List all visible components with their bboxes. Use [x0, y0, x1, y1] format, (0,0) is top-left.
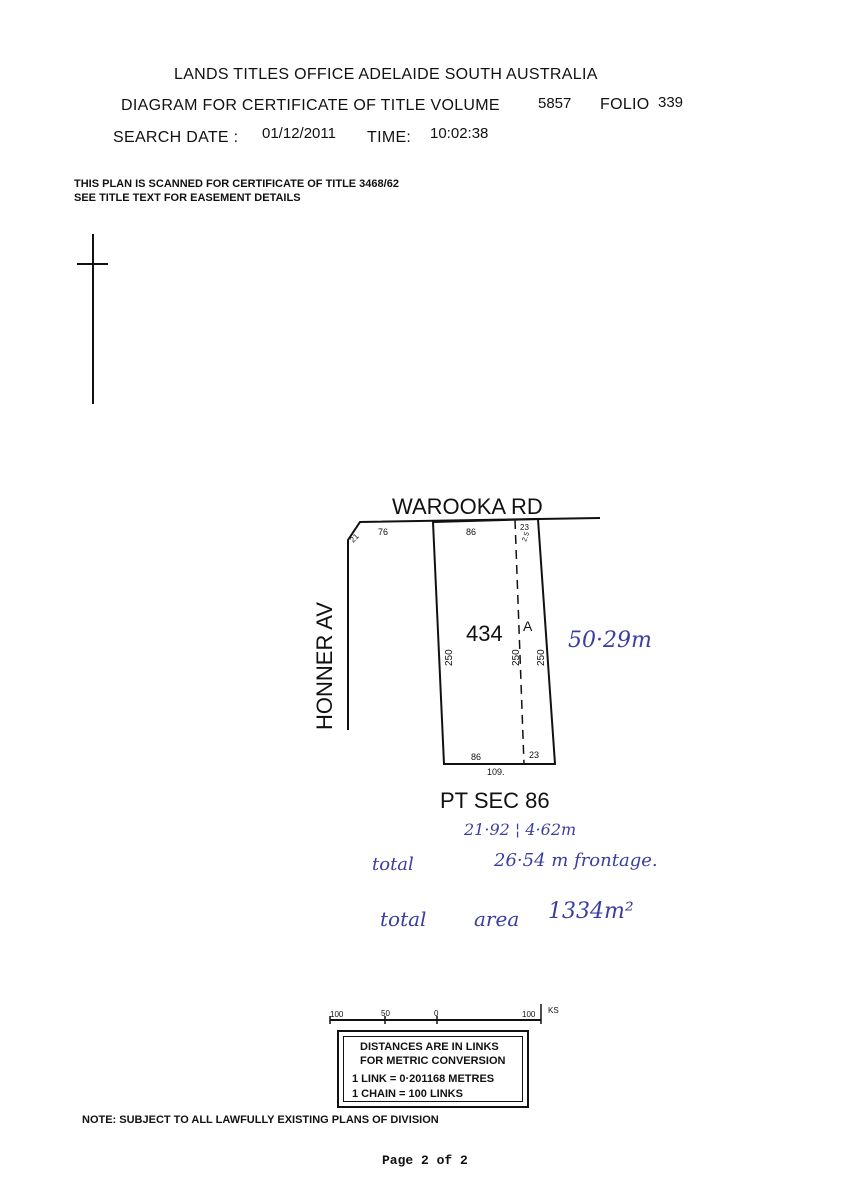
conversion-box: DISTANCES ARE IN LINKS FOR METRIC CONVER…	[337, 1030, 529, 1108]
office-title: LANDS TITLES OFFICE ADELAIDE SOUTH AUSTR…	[174, 66, 598, 83]
search-date-label: SEARCH DATE :	[113, 129, 239, 146]
folio-value: 339	[658, 94, 684, 111]
folio-label: FOLIO	[600, 96, 650, 113]
dim-bottom-mid: 86	[471, 752, 481, 762]
hand-area-word: area	[474, 907, 519, 931]
dim-left-side: 250	[444, 649, 455, 666]
parcel-434	[431, 517, 557, 765]
allotment-number: 434	[466, 621, 503, 646]
scale-label-0: 0	[434, 1009, 439, 1018]
conversion-line-4: 1 CHAIN = 100 LINKS	[352, 1088, 463, 1100]
hand-depth: 50·29m	[568, 628, 652, 653]
dim-top-right-small: 2.5	[521, 531, 531, 543]
dim-mid-side: 250	[511, 649, 522, 666]
hand-frontage: 26·54 m frontage.	[493, 850, 658, 871]
dim-top-right: 23	[520, 523, 529, 532]
section-label: PT SEC 86	[440, 788, 550, 813]
dim-top-mid: 86	[466, 527, 476, 537]
conversion-box-inner: DISTANCES ARE IN LINKS FOR METRIC CONVER…	[343, 1036, 523, 1102]
scanned-note: THIS PLAN IS SCANNED FOR CERTIFICATE OF …	[74, 178, 399, 190]
scale-label-50: 50	[381, 1009, 390, 1018]
dim-right-side: 250	[536, 649, 547, 666]
volume-value: 5857	[538, 95, 572, 112]
road-side-label: HONNER AV	[312, 602, 337, 730]
page-number: Page 2 of 2	[382, 1153, 468, 1168]
hand-total-word: total	[372, 854, 414, 875]
hand-area-value: 1334m²	[548, 899, 634, 924]
time-value: 10:02:38	[430, 125, 489, 142]
search-date-value: 01/12/2011	[262, 125, 336, 142]
dim-corner: 21	[348, 531, 361, 544]
dim-bottom-right: 23	[529, 750, 539, 760]
subject-note: NOTE: SUBJECT TO ALL LAWFULLY EXISTING P…	[82, 1114, 439, 1126]
dim-bottom-total: 109.	[487, 767, 505, 777]
conversion-line-3: 1 LINK = 0·201168 METRES	[352, 1073, 495, 1085]
scale-label-100a: 100	[330, 1010, 344, 1019]
diagram-label: DIAGRAM FOR CERTIFICATE OF TITLE VOLUME	[121, 97, 500, 114]
easement-note: SEE TITLE TEXT FOR EASEMENT DETAILS	[74, 192, 301, 204]
hand-area-total-word: total	[380, 907, 426, 931]
conversion-line-2: FOR METRIC CONVERSION	[360, 1055, 506, 1067]
road-top-label: WAROOKA RD	[392, 494, 543, 519]
parcel-a-divider	[514, 519, 525, 765]
scale-label-100b: 100	[522, 1010, 536, 1019]
time-label: TIME:	[367, 129, 412, 146]
dim-top-left: 76	[378, 527, 388, 537]
scale-units: KS	[548, 1006, 559, 1015]
hand-frontage-split: 21·92 ¦ 4·62m	[463, 820, 576, 839]
conversion-line-1: DISTANCES ARE IN LINKS	[360, 1041, 499, 1053]
parcel-letter: A	[523, 618, 533, 634]
